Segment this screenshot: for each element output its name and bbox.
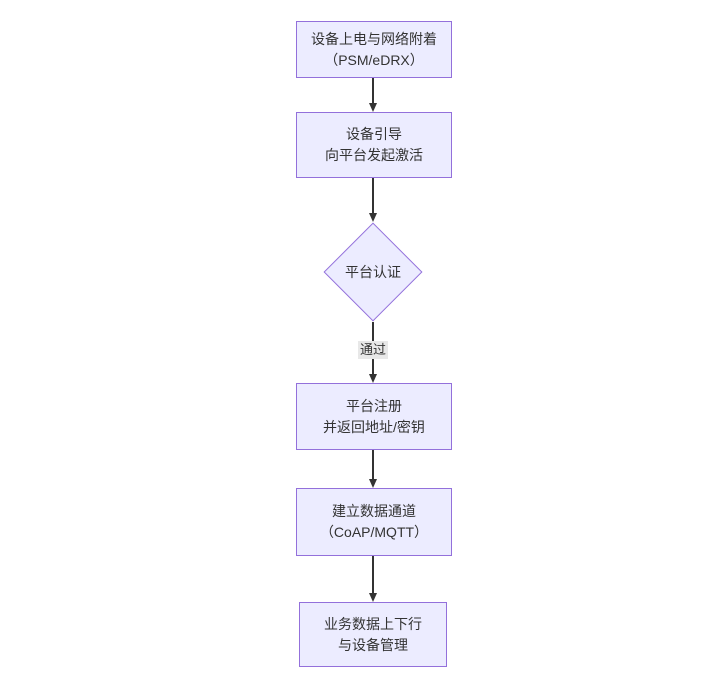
node-text-line: 向平台发起激活 xyxy=(325,147,423,163)
edge-line xyxy=(372,178,374,213)
node-text-line: 与设备管理 xyxy=(338,636,408,653)
arrowhead-icon xyxy=(368,103,377,112)
flowchart-node-bootstrap: 设备引导 向平台发起激活 xyxy=(296,112,452,178)
arrowhead-icon xyxy=(368,593,377,602)
flowchart-node-platform-auth: 平台认证 xyxy=(323,222,423,322)
edge-line xyxy=(372,556,374,593)
edge-line xyxy=(372,78,374,103)
node-text-line: （PSM/eDRX） xyxy=(324,51,424,68)
edge-line xyxy=(372,450,374,479)
arrowhead-icon xyxy=(368,479,377,488)
flowchart-node-data-channel: 建立数据通道 （CoAP/MQTT） xyxy=(296,488,452,556)
node-text-line: （CoAP/MQTT） xyxy=(319,524,429,540)
arrowhead-icon xyxy=(368,374,377,383)
node-text-line: 建立数据通道 xyxy=(332,503,416,519)
node-text-line: 平台注册 xyxy=(346,397,402,414)
flowchart-node-business: 业务数据上下行 与设备管理 xyxy=(299,602,447,667)
node-text-line: 设备上电与网络附着 xyxy=(311,30,437,47)
arrowhead-icon xyxy=(368,213,377,222)
flowchart-node-register: 平台注册 并返回地址/密钥 xyxy=(296,383,452,450)
flowchart-node-power-attach: 设备上电与网络附着 （PSM/eDRX） xyxy=(296,21,452,78)
node-text-line: 设备引导 xyxy=(346,126,402,142)
node-text-line: 平台认证 xyxy=(345,264,401,280)
node-text-line: 并返回地址/密钥 xyxy=(323,418,425,435)
edge-label-pass: 通过 xyxy=(357,341,389,359)
node-text-line: 业务数据上下行 xyxy=(324,615,422,632)
